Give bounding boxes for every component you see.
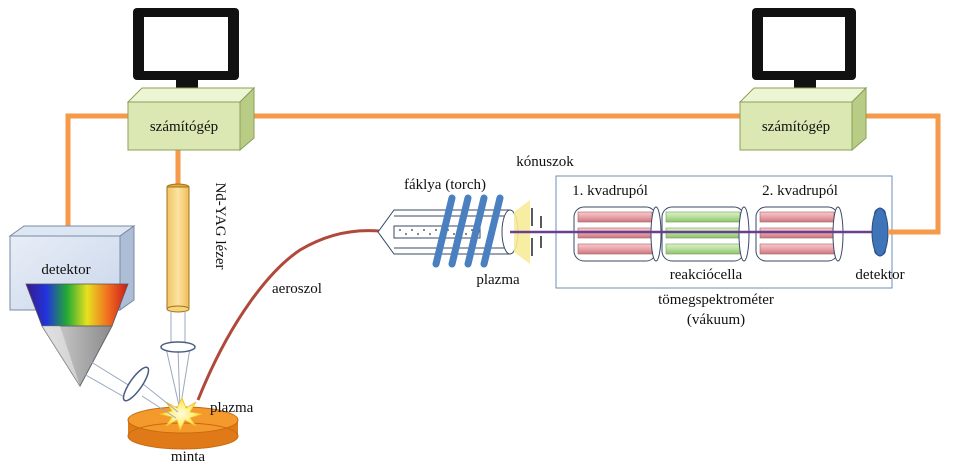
aerosol-label: aeroszol (272, 281, 322, 297)
computer-left: számítógép (126, 8, 256, 152)
data-cables (65, 113, 941, 235)
aerosol-transfer-tube (196, 229, 389, 401)
rf-coil-icon (432, 194, 504, 268)
laser-focus-lens (160, 341, 196, 353)
computer-right: számítógép (738, 8, 868, 152)
quadrupole-1 (573, 206, 662, 262)
plasma-sample-label: plazma (210, 400, 254, 416)
computer-left-label: számítógép (150, 119, 218, 135)
nd-yag-laser: Nd-YAG lézer (166, 182, 228, 313)
plasma-torch-label: plazma (476, 272, 520, 288)
detector-right-label: detektor (855, 267, 904, 283)
plasma-torch (377, 194, 530, 268)
mass-spec-label: tömegspektrométer (658, 292, 774, 308)
laser-beam (165, 311, 191, 411)
spectrum-fan (25, 283, 129, 327)
computer-right-label: számítógép (762, 119, 830, 135)
optical-detector: detektor (8, 225, 136, 387)
reaction-cell (661, 206, 750, 262)
torch-label: fáklya (torch) (404, 177, 486, 193)
cones-label: kónuszok (516, 154, 574, 170)
emission-light-path (83, 359, 179, 419)
sample-label: minta (171, 449, 206, 465)
detector-left-label: detektor (41, 262, 90, 278)
quadrupole-2 (755, 206, 844, 262)
ion-detector (871, 207, 910, 257)
collection-lens (122, 366, 150, 402)
quad1-label: 1. kvadrupól (572, 183, 648, 199)
quad2-label: 2. kvadrupól (762, 183, 838, 199)
monitor-left-icon (133, 8, 239, 94)
monitor-right-icon (752, 8, 856, 94)
sampling-cones (531, 208, 542, 256)
reaction-cell-label: reakciócella (670, 267, 743, 283)
vacuum-label: (vákuum) (687, 312, 745, 328)
laser-label: Nd-YAG lézer (212, 182, 228, 269)
